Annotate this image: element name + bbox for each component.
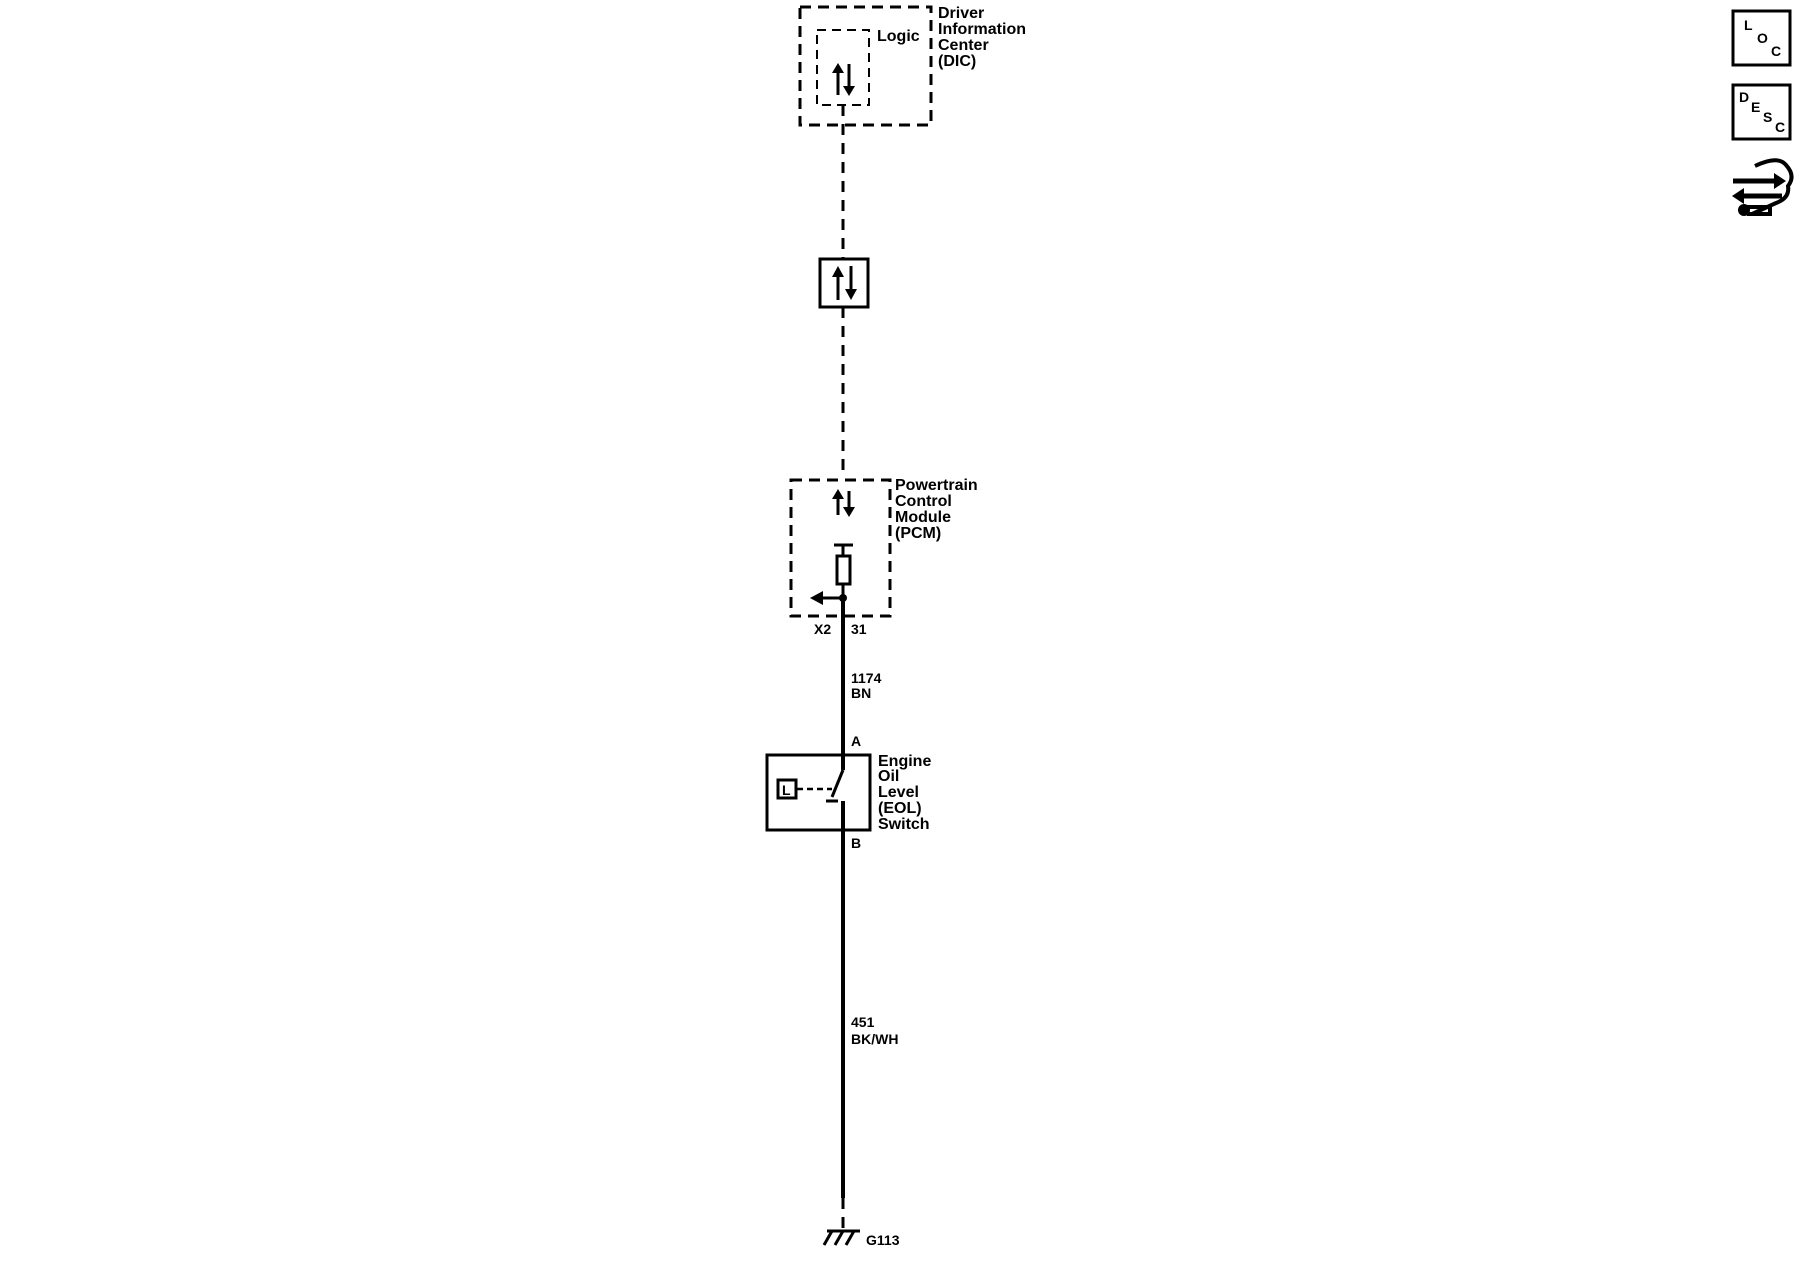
resistor-icon (835, 554, 852, 586)
eol-switch[interactable]: A L Engine Oil Level (EOL) Switch B (765, 733, 931, 851)
pcm-module-outline (789, 478, 892, 618)
ground-g113[interactable]: G113 (822, 1229, 900, 1248)
dic-logic-label: Logic (877, 28, 920, 45)
loc-letter-c: C (1771, 43, 1781, 59)
serial-data-arrows-icon (832, 63, 855, 96)
wire-1174-circuit: 1174 (851, 670, 882, 686)
wire-451-circuit: 451 (851, 1014, 875, 1030)
wire-1174-color: BN (851, 685, 871, 701)
pcm-pin-label: 31 (851, 621, 867, 637)
eol-title-line-3: Level (878, 784, 919, 801)
pcm-internal-circuit (810, 543, 853, 605)
eol-pin-b-label: B (851, 835, 861, 851)
repair-wrench-icon (1732, 158, 1794, 216)
eol-pin-a-label: A (851, 733, 861, 749)
sense-arrow-icon (810, 591, 823, 605)
dic-module-outline (798, 5, 933, 127)
loc-letter-l: L (1744, 17, 1753, 33)
description-icon (1731, 83, 1792, 141)
serial-data-symbol[interactable] (818, 257, 870, 309)
location-icon (1731, 9, 1792, 67)
dic-title-line-2: Information (938, 21, 1026, 38)
desc-letter-d: D (1739, 89, 1749, 105)
dic-module[interactable]: Logic Driver Information Center (DIC) (798, 5, 1026, 127)
eol-title-line-5: Switch (878, 816, 930, 833)
eol-switch-outline (765, 753, 872, 832)
serial-data-arrows-icon (832, 489, 855, 517)
chassis-ground-icon (822, 1229, 860, 1246)
pcm-title-line-1: Powertrain (895, 477, 978, 494)
pcm-title-line-4: (PCM) (895, 525, 941, 542)
pcm-connector-label: X2 (814, 621, 831, 637)
pcm-title-line-3: Module (895, 509, 951, 526)
wire-451-color: BK/WH (851, 1031, 898, 1047)
pcm-title-line-2: Control (895, 493, 952, 510)
dic-title-line-4: (DIC) (938, 53, 976, 70)
desc-letter-s: S (1763, 109, 1772, 125)
serial-data-arrows-icon (832, 266, 857, 300)
dic-logic-outline (816, 29, 870, 106)
eol-title-line-2: Oil (878, 768, 899, 785)
desc-letter-c: C (1775, 119, 1785, 135)
dic-title-line-1: Driver (938, 5, 984, 22)
desc-letter-e: E (1751, 99, 1760, 115)
switch-contact-icon (830, 769, 845, 798)
location-button[interactable]: L O C (1731, 9, 1792, 67)
level-sensor-icon (776, 778, 798, 800)
eol-title-line-1: Engine (878, 753, 931, 770)
eol-title-line-4: (EOL) (878, 800, 922, 817)
description-button[interactable]: D E S C (1731, 83, 1792, 141)
pcm-module[interactable]: Powertrain Control Module (PCM) X2 31 (789, 477, 978, 637)
dic-title-line-3: Center (938, 37, 989, 54)
serial-data-box (818, 257, 870, 309)
loc-letter-o: O (1757, 30, 1768, 46)
ground-label: G113 (866, 1232, 900, 1248)
repair-button[interactable] (1732, 158, 1794, 216)
eol-symbol-letter: L (782, 782, 791, 798)
